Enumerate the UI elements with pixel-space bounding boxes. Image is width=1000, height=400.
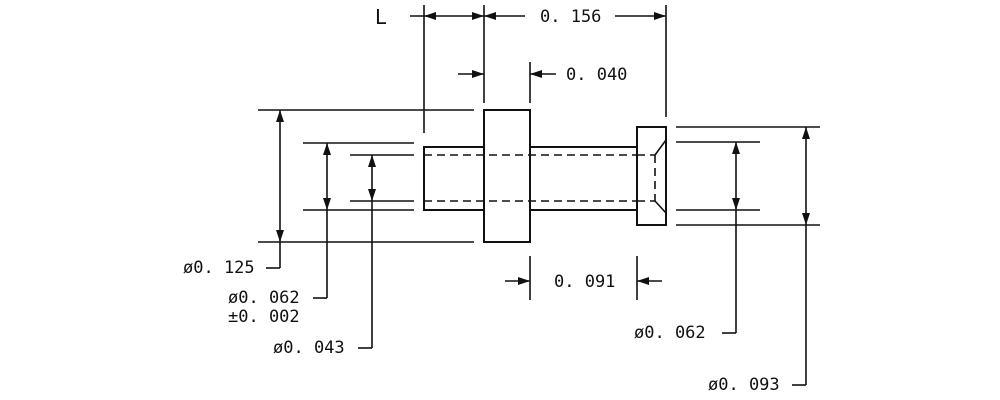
dim-0156-arrow-right — [654, 12, 666, 20]
extension-lines — [258, 5, 820, 300]
dim-0040-arrow-right — [530, 70, 542, 78]
dim-0091-arrow-right — [637, 277, 649, 285]
dim-dia-0062-right: ø0. 062 — [634, 142, 740, 343]
dim-L-arrow-right — [472, 12, 484, 20]
dim-L: L — [375, 5, 484, 29]
dim-0091-arrow-left — [518, 277, 530, 285]
dia-0125-arrow-top — [276, 110, 284, 122]
dim-L-arrow-left — [424, 12, 436, 20]
dia-0043-arrow-top — [368, 155, 376, 167]
hidden-bore — [424, 139, 667, 214]
dim-dia-0093: ø0. 093 — [708, 127, 810, 395]
dim-0091: 0. 091 — [505, 272, 662, 292]
dim-0156: 0. 156 — [484, 7, 666, 27]
central-flange — [483, 109, 531, 243]
dim-0040-arrow-left — [472, 70, 484, 78]
label-dia-0093: ø0. 093 — [708, 375, 780, 395]
label-dia-0062-right: ø0. 062 — [634, 323, 706, 343]
dim-0156-arrow-left — [484, 12, 496, 20]
part-body — [423, 109, 667, 243]
dia-0043-arrow-bottom — [368, 189, 376, 201]
dim-dia-0062-left: ø0. 062 ±0. 002 — [228, 143, 331, 327]
label-L: L — [375, 5, 387, 29]
dia-0062l-arrow-bottom — [323, 198, 331, 210]
label-dia-0043: ø0. 043 — [273, 338, 345, 358]
label-tol-0002: ±0. 002 — [228, 307, 300, 327]
dim-dia-0125: ø0. 125 — [183, 110, 284, 278]
chamfer-bottom — [654, 200, 667, 214]
dia-0093-arrow-bottom — [802, 213, 810, 225]
label-dia-0125: ø0. 125 — [183, 258, 255, 278]
label-dia-0062-left: ø0. 062 — [228, 288, 300, 308]
label-0156: 0. 156 — [540, 7, 601, 27]
dia-0062r-arrow-bottom — [732, 198, 740, 210]
dia-0062l-arrow-top — [323, 143, 331, 155]
left-shank-outline — [423, 146, 484, 211]
dim-0040: 0. 040 — [458, 65, 627, 85]
right-head — [636, 126, 667, 226]
dia-0125-arrow-bottom — [276, 230, 284, 242]
label-0091: 0. 091 — [554, 272, 615, 292]
dim-dia-0043: ø0. 043 — [273, 155, 376, 358]
label-0040: 0. 040 — [566, 65, 627, 85]
dia-0062r-arrow-top — [732, 142, 740, 154]
dia-0093-arrow-top — [802, 127, 810, 139]
chamfer-top — [654, 139, 667, 156]
